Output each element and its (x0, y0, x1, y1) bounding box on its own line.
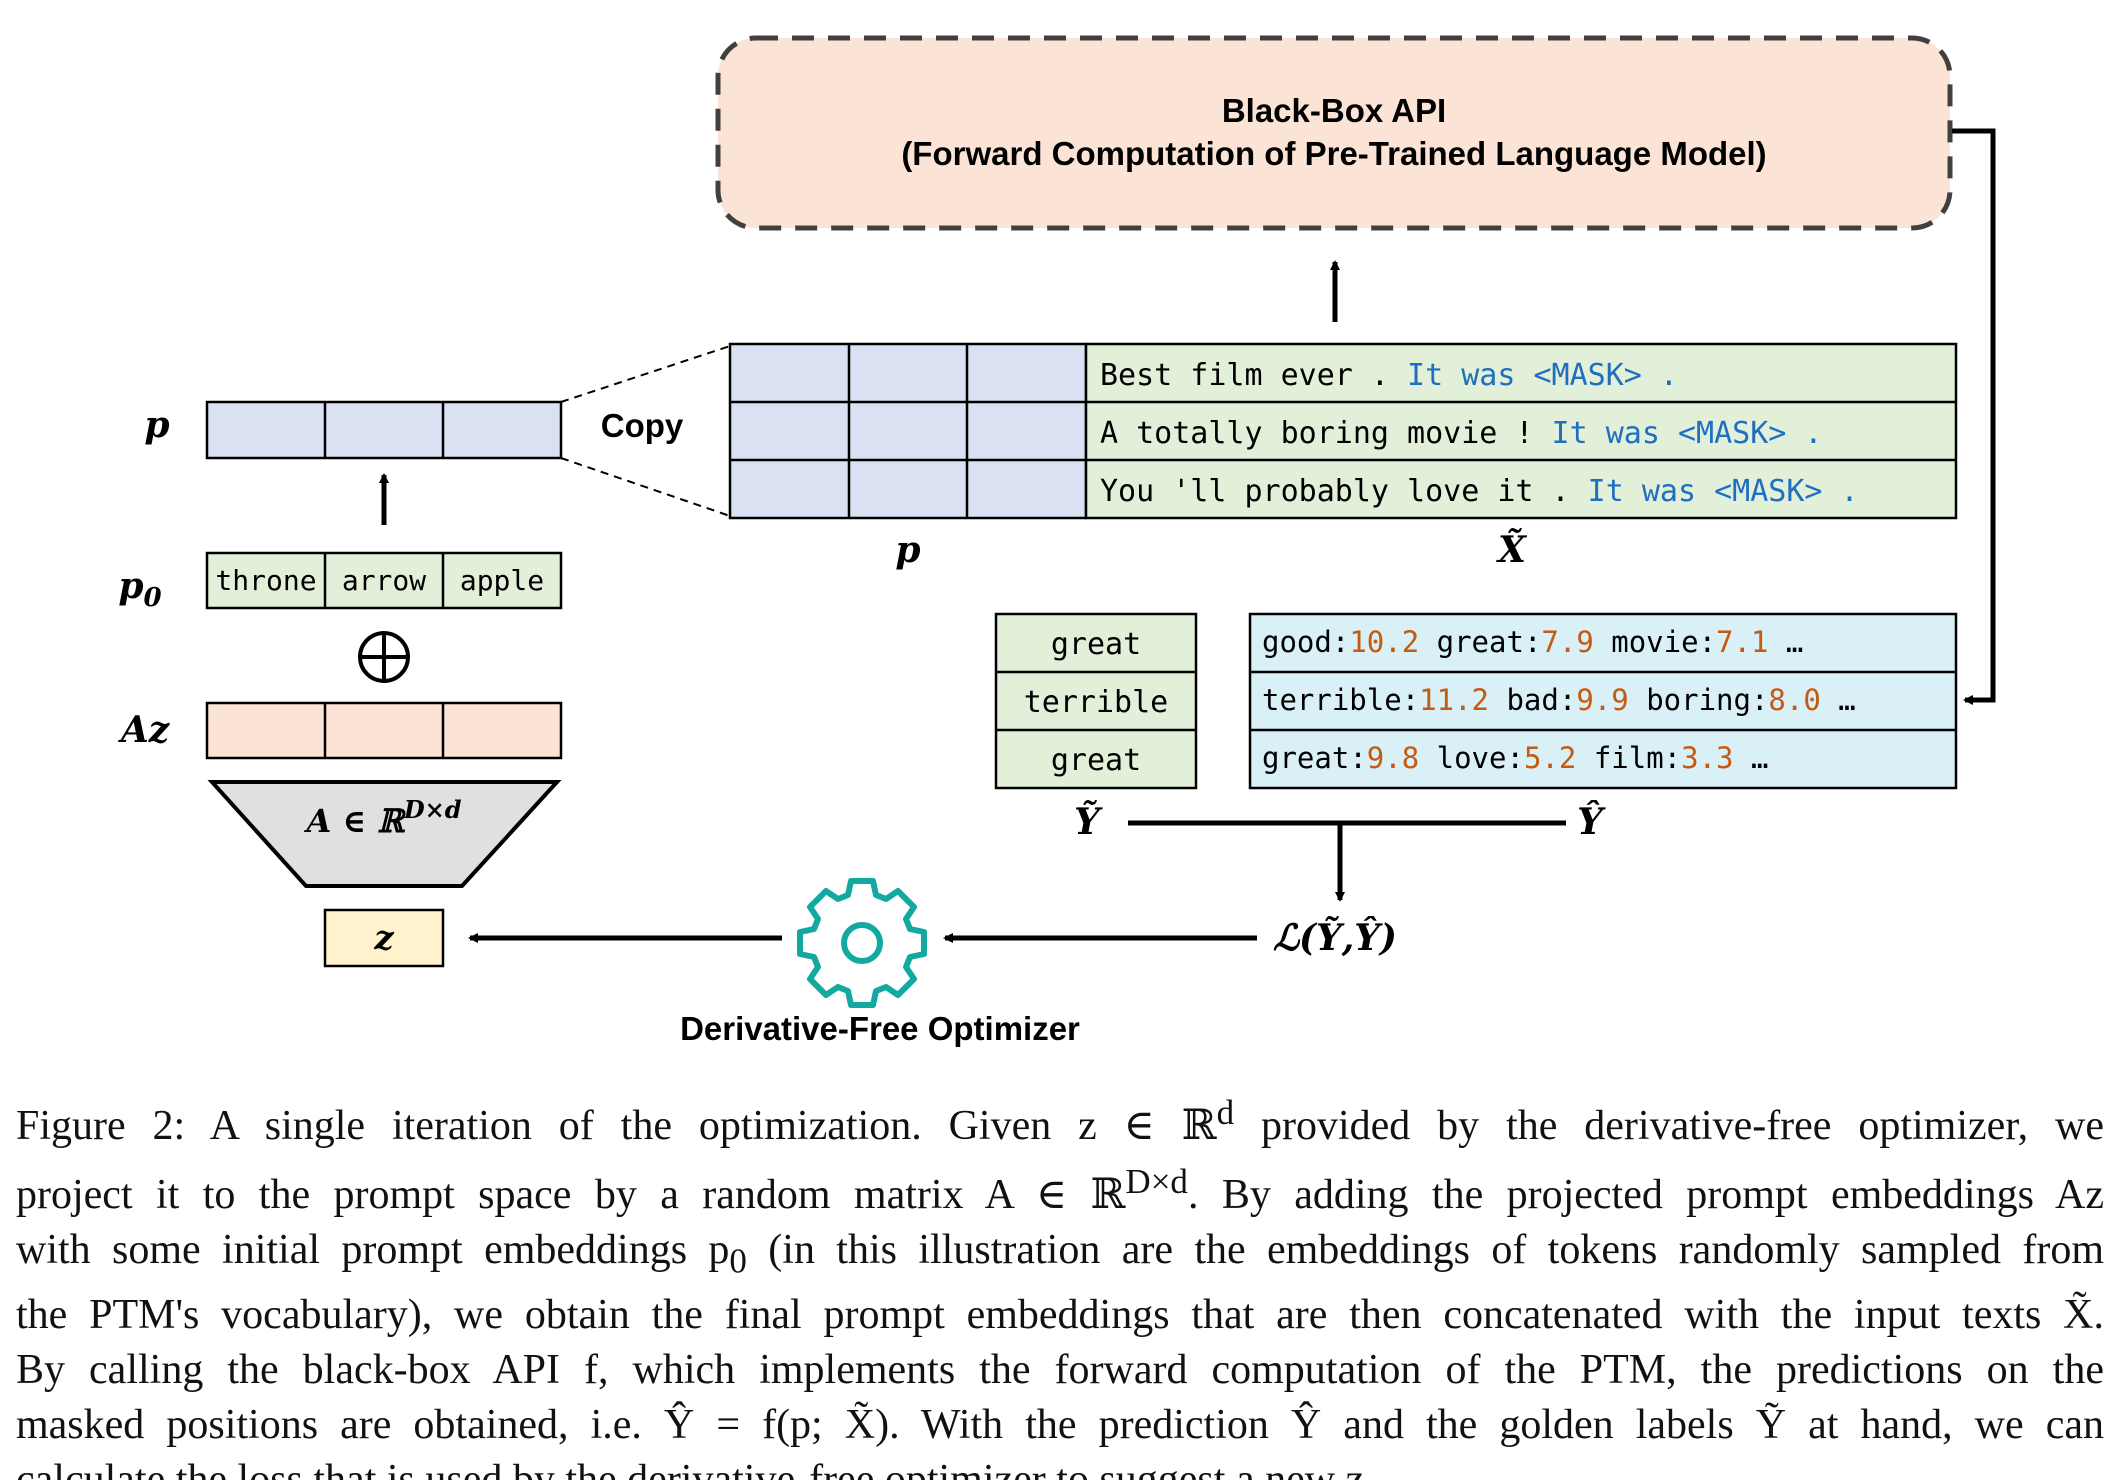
copy-line-bottom (560, 457, 731, 517)
black-box-api-title: Black-Box API (1222, 92, 1446, 129)
az-label: Az (118, 709, 171, 751)
projection-matrix-label: A ∈ ℝD×d (303, 795, 461, 840)
prompt-stack: p Copy p0 throne arrow apple Az (118, 345, 731, 968)
input-table: Best film ever . It was <MASK> . A total… (728, 342, 1958, 571)
caption-line: Figure 2: A single iteration of the opti… (16, 1093, 2104, 1149)
input-text-row: You 'll probably love it . It was <MASK>… (1100, 474, 1859, 509)
y-tilde-label: Ỹ (1074, 801, 1103, 843)
p-label-grid: p (895, 529, 920, 571)
copy-label: Copy (601, 407, 684, 444)
token-cell: arrow (342, 564, 426, 597)
label-cell: great (1051, 627, 1141, 662)
labels-box (994, 612, 1198, 790)
oplus-icon (358, 631, 410, 683)
z-label: z (373, 918, 394, 958)
caption-line: the PTM's vocabulary), we obtain the fin… (16, 1292, 2104, 1339)
input-text-row: Best film ever . It was <MASK> . (1100, 358, 1678, 393)
black-box-api-subtitle: (Forward Computation of Pre-Trained Lang… (901, 135, 1766, 172)
caption-line: By calling the black-box API f, which im… (16, 1347, 2104, 1394)
figure-caption: Figure 2: A single iteration of the opti… (16, 1085, 2104, 1480)
optimizer-label: Derivative-Free Optimizer (680, 1010, 1080, 1047)
prediction-row: good:10.2 great:7.9 movie:7.1 … (1262, 625, 1803, 659)
token-cell: apple (460, 564, 544, 597)
predictions: good:10.2 great:7.9 movie:7.1 … terrible… (1248, 612, 1958, 843)
prompt-copies-grid (728, 342, 1088, 520)
label-cell: terrible (1024, 685, 1169, 720)
p0-label: p0 (118, 565, 161, 613)
copy-line-top (560, 345, 731, 403)
prompt-embedding-row (205, 400, 563, 460)
diagram: Black-Box API (Forward Computation of Pr… (118, 35, 1996, 1047)
caption-line: calculate the loss that is used by the d… (16, 1453, 2104, 1480)
caption-line: with some initial prompt embeddings p0 (… (16, 1227, 2104, 1281)
prediction-row: terrible:11.2 bad:9.9 boring:8.0 … (1262, 683, 1856, 717)
golden-labels: great terrible great Ỹ (994, 612, 1198, 843)
label-cell: great (1051, 743, 1141, 778)
black-box-api: Black-Box API (Forward Computation of Pr… (715, 35, 1953, 231)
gear-icon (797, 878, 927, 1008)
initial-token-row: throne arrow apple (205, 551, 563, 610)
prediction-row: great:9.8 love:5.2 film:3.3 … (1262, 741, 1768, 775)
input-text-row: A totally boring movie ! It was <MASK> . (1100, 416, 1822, 451)
caption-line: masked positions are obtained, i.e. Ŷ = … (16, 1402, 2104, 1449)
token-cell: throne (215, 564, 316, 597)
caption-line: project it to the prompt space by a rand… (16, 1162, 2104, 1218)
x-tilde-label: X̃ (1496, 529, 1528, 571)
input-texts-block (1084, 342, 1958, 520)
api-to-predictions-connector (1952, 128, 1996, 705)
projection-matrix-shape (207, 780, 562, 888)
predictions-box (1248, 612, 1958, 790)
z-box (323, 908, 445, 968)
loss-label: ℒ(Ỹ,Ŷ) (1273, 917, 1397, 959)
p-label-left: p (144, 404, 169, 446)
black-box-api-box (715, 35, 1953, 231)
projected-embedding-row (205, 701, 563, 760)
y-hat-label: Ŷ (1577, 801, 1606, 843)
